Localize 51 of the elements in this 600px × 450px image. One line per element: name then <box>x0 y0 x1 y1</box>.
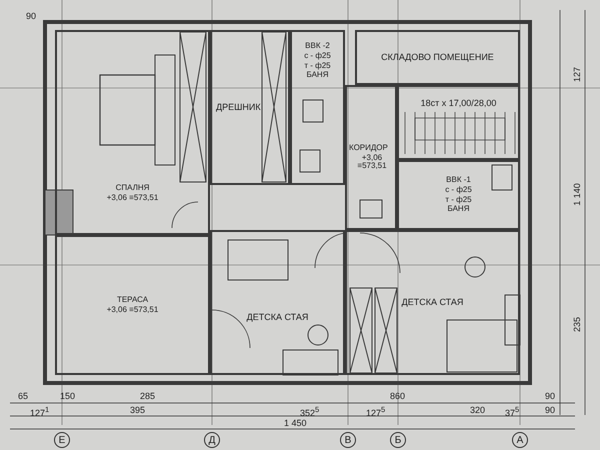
room-outline <box>397 85 520 160</box>
room-label: +3,06 ≡573,51 <box>356 154 388 172</box>
dimension-text: 860 <box>390 392 406 401</box>
room-label: БАНЯ <box>448 205 470 214</box>
room-outline <box>55 235 210 375</box>
room-label: ТЕРАСА <box>116 296 148 304</box>
room-label: СКЛАДОВО ПОМЕЩЕНИЕ <box>381 52 494 62</box>
room-label: +3,06 ≡573,51 <box>106 194 158 203</box>
dimension-text: 127 <box>573 66 582 82</box>
room-outline <box>210 230 345 375</box>
dimension-text: 127$^{1}$ <box>30 406 50 418</box>
room-outline <box>55 30 210 235</box>
dimension-text: 150 <box>60 392 76 401</box>
dimension-text: 90 <box>545 392 556 401</box>
dimension-text: 1 450 <box>284 419 307 428</box>
dimension-text: 352$^{5}$ <box>300 406 320 418</box>
dimension-text: 1 140 <box>572 183 582 206</box>
dimension-text: 320 <box>470 406 486 415</box>
room-outline <box>355 30 520 85</box>
room-label: ВВК -2 <box>305 42 330 51</box>
room-label: +3,06 ≡573,51 <box>106 306 158 314</box>
axis-label: В <box>340 432 356 448</box>
room-outline <box>290 30 345 185</box>
room-label: БАНЯ <box>306 71 328 80</box>
room-label: ДРЕШНИК <box>216 102 261 112</box>
room-label: СПАЛНЯ <box>116 184 150 194</box>
axis-label: Е <box>54 432 70 448</box>
room-label: т - ф25 <box>445 196 472 204</box>
room-label: с - ф25 <box>445 186 472 194</box>
room-outline <box>345 230 520 375</box>
dimension-text: 285 <box>140 392 156 401</box>
room-label: ДЕТСКА СТАЯ <box>402 298 464 308</box>
room-label: 18ст x 17,00/28,00 <box>420 99 496 109</box>
room-label: т - ф25 <box>304 62 331 70</box>
dimension-text: 235 <box>573 316 582 332</box>
axis-label: Д <box>204 432 220 448</box>
room-outline <box>397 160 520 230</box>
room-label: ДЕТСКА СТАЯ <box>246 312 308 322</box>
dimension-text: 90 <box>545 406 556 415</box>
axis-label: А <box>512 432 528 448</box>
dimension-text: 90 <box>26 12 36 21</box>
room-label: с - ф25 <box>304 52 331 61</box>
room-outline <box>210 30 290 185</box>
dimension-text: 37$^{5}$ <box>505 406 520 418</box>
room-label: ВВК -1 <box>446 176 471 185</box>
axis-label: Б <box>390 432 406 448</box>
room-outline <box>345 85 397 230</box>
dimension-text: 65 <box>18 392 28 401</box>
dimension-text: 395 <box>130 406 146 415</box>
room-label: КОРИДОР <box>349 144 388 153</box>
dimension-text: 127$^{5}$ <box>366 406 386 418</box>
